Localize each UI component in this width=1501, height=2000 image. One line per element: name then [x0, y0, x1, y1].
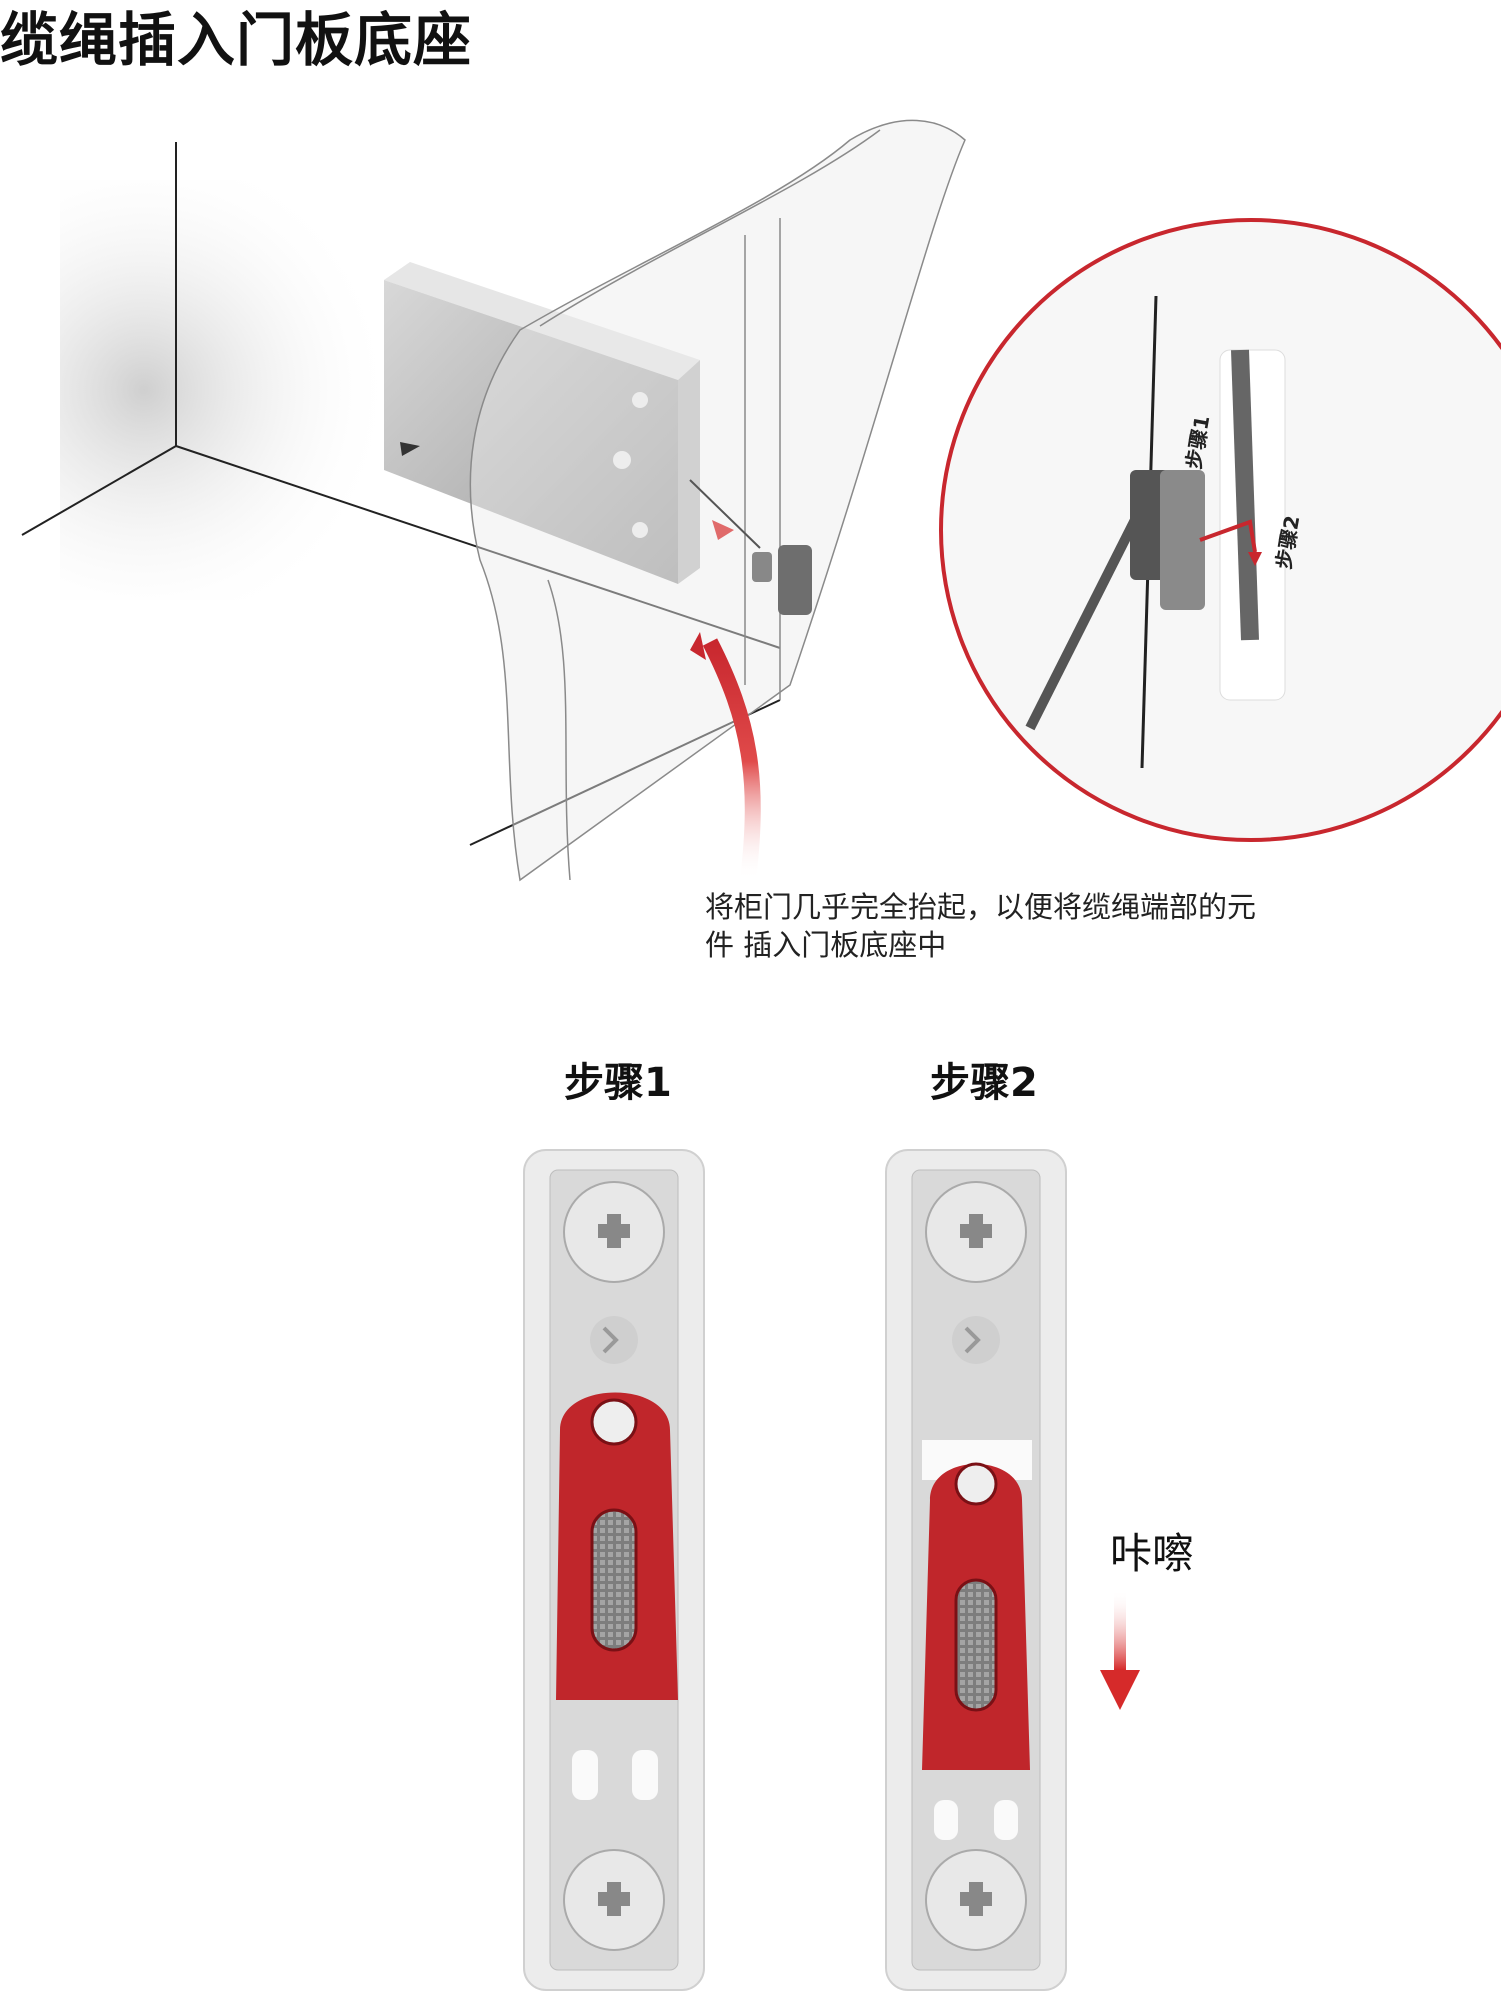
- step1-bracket: [524, 1150, 704, 1990]
- down-arrow-icon: [1100, 1590, 1140, 1710]
- screw-icon: [564, 1850, 664, 1950]
- screw-icon: [564, 1182, 664, 1282]
- chevron-icon: [952, 1316, 1000, 1364]
- screw-icon: [926, 1182, 1026, 1282]
- screw-icon: [926, 1850, 1026, 1950]
- step2-bracket: [886, 1150, 1066, 1990]
- chevron-icon: [590, 1316, 638, 1364]
